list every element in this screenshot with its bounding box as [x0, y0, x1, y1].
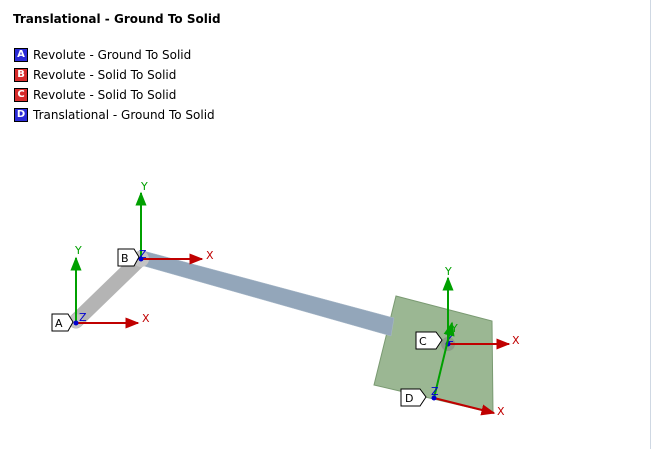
- page-title: Translational - Ground To Solid: [13, 12, 221, 26]
- legend-label-b: Revolute - Solid To Solid: [33, 68, 177, 82]
- legend-key-b: B: [14, 68, 28, 82]
- joint-a-triad[interactable]: Y X Z A: [51, 244, 150, 332]
- legend-key-c: C: [14, 88, 28, 102]
- joint-d-z-label: Z: [431, 385, 439, 398]
- joint-b-tag: B: [121, 252, 129, 265]
- joint-c-x-label: X: [512, 334, 520, 347]
- viewport-edge: [650, 0, 651, 449]
- legend-label-c: Revolute - Solid To Solid: [33, 88, 177, 102]
- joint-b-triad[interactable]: Y X Z B: [117, 180, 214, 267]
- joint-a-x-label: X: [142, 312, 150, 325]
- joint-a-tag: A: [55, 317, 63, 330]
- joint-b-x-label: X: [206, 249, 214, 262]
- joint-legend: A Revolute - Ground To Solid B Revolute …: [14, 45, 215, 125]
- legend-item-b[interactable]: B Revolute - Solid To Solid: [14, 65, 215, 85]
- joint-d-triad[interactable]: Y X Z D: [400, 321, 505, 418]
- joint-a-y-label: Y: [74, 244, 82, 257]
- joint-c-y-label: Y: [444, 265, 452, 278]
- coupler-link[interactable]: [139, 249, 395, 337]
- joint-c-tag: C: [419, 335, 427, 348]
- legend-key-d: D: [14, 108, 28, 122]
- legend-item-a[interactable]: A Revolute - Ground To Solid: [14, 45, 215, 65]
- joint-d-y-label: Y: [450, 322, 458, 335]
- joint-b-y-label: Y: [140, 180, 148, 193]
- legend-label-a: Revolute - Ground To Solid: [33, 48, 192, 62]
- joint-c-z-label: Z: [446, 332, 454, 345]
- legend-item-c[interactable]: C Revolute - Solid To Solid: [14, 85, 215, 105]
- crank-link[interactable]: [68, 250, 149, 329]
- joint-d-tag: D: [405, 392, 413, 405]
- joint-b-z-label: Z: [139, 248, 147, 261]
- legend-item-d[interactable]: D Translational - Ground To Solid: [14, 105, 215, 125]
- legend-key-a: A: [14, 48, 28, 62]
- joint-a-z-label: Z: [79, 311, 87, 324]
- legend-label-d: Translational - Ground To Solid: [33, 108, 215, 122]
- joint-d-x-label: X: [497, 405, 505, 418]
